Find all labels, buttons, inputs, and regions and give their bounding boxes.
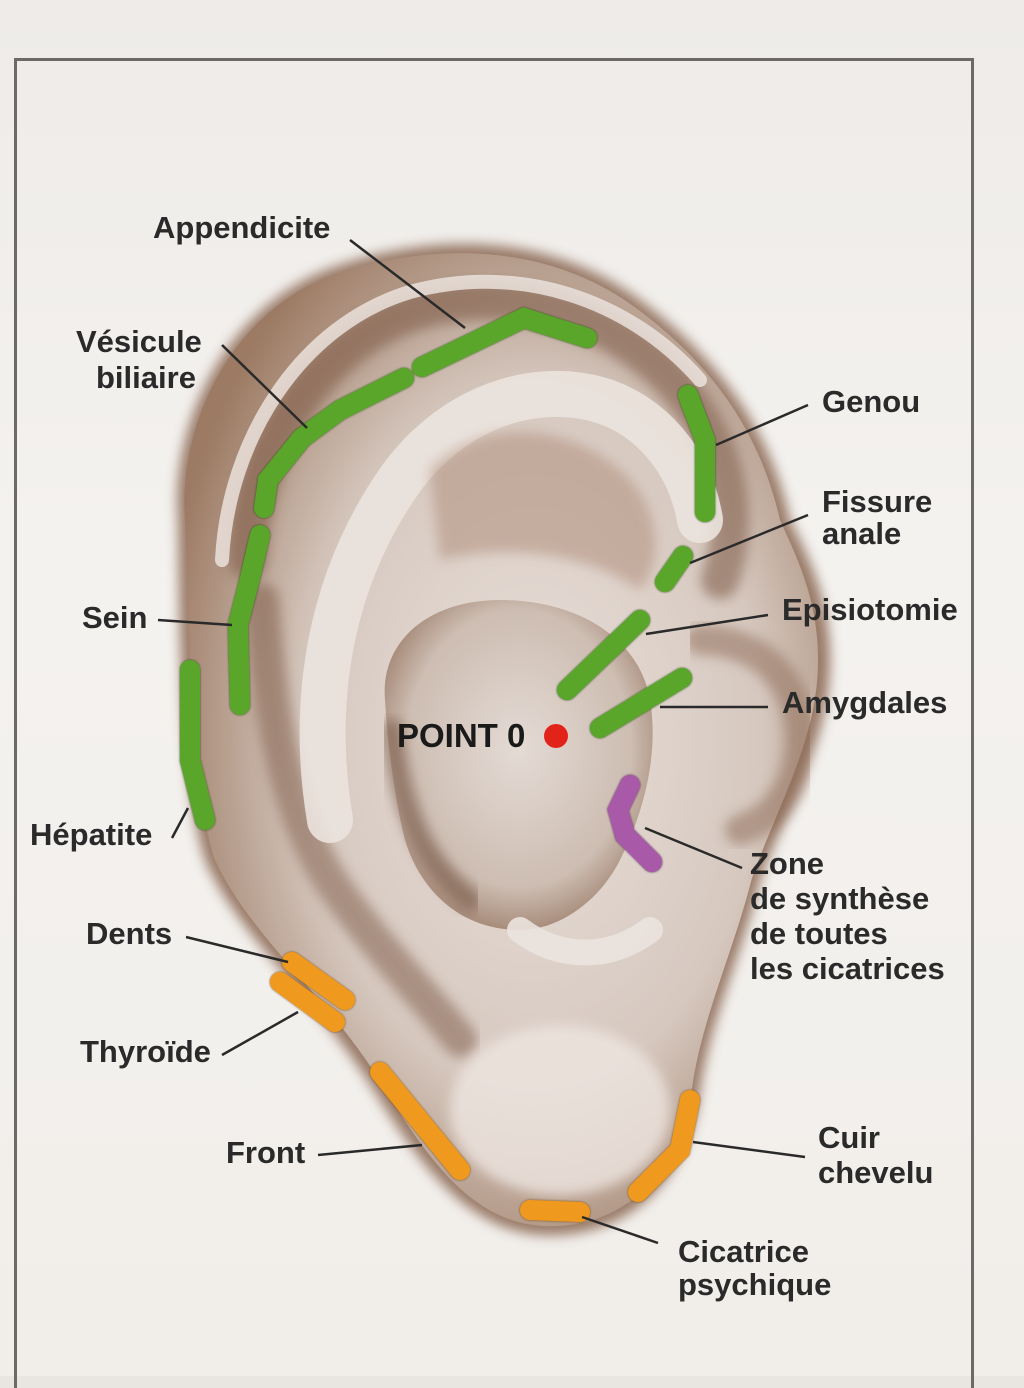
point-0-marker <box>544 724 568 748</box>
leader-front <box>318 1145 422 1155</box>
label-cicatrice-line1: Cicatrice <box>678 1234 809 1269</box>
label-episiotomie: Episiotomie <box>782 592 958 627</box>
label-genou: Genou <box>822 384 920 419</box>
label-front: Front <box>226 1135 305 1170</box>
label-zone-line3: de toutes <box>750 916 888 951</box>
label-fissure-line2: anale <box>822 516 901 551</box>
label-hepatite: Hépatite <box>30 817 152 852</box>
label-point-0: POINT 0 <box>397 717 525 754</box>
leader-cicatrice <box>582 1217 658 1243</box>
label-vesicule-line1: Vésicule <box>76 324 202 359</box>
leader-hepatite <box>172 808 188 838</box>
lobe-highlight <box>450 1025 670 1195</box>
label-cuir-line2: chevelu <box>818 1155 933 1190</box>
zone-cicatrice <box>530 1210 580 1212</box>
label-cicatrice-line2: psychique <box>678 1267 831 1302</box>
label-thyroide: Thyroïde <box>80 1034 211 1069</box>
label-fissure-line1: Fissure <box>822 484 932 519</box>
label-sein: Sein <box>82 600 147 635</box>
label-zone-line2: de synthèse <box>750 881 929 916</box>
label-dents: Dents <box>86 916 172 951</box>
label-zone-line4: les cicatrices <box>750 951 945 986</box>
label-zone-line1: Zone <box>750 846 824 881</box>
leader-thyroide <box>222 1012 298 1055</box>
label-cuir-line1: Cuir <box>818 1120 880 1155</box>
leader-cuir <box>693 1142 805 1157</box>
label-amygdales: Amygdales <box>782 685 947 720</box>
label-appendicite: Appendicite <box>153 210 330 245</box>
label-vesicule-line2: biliaire <box>96 360 196 395</box>
